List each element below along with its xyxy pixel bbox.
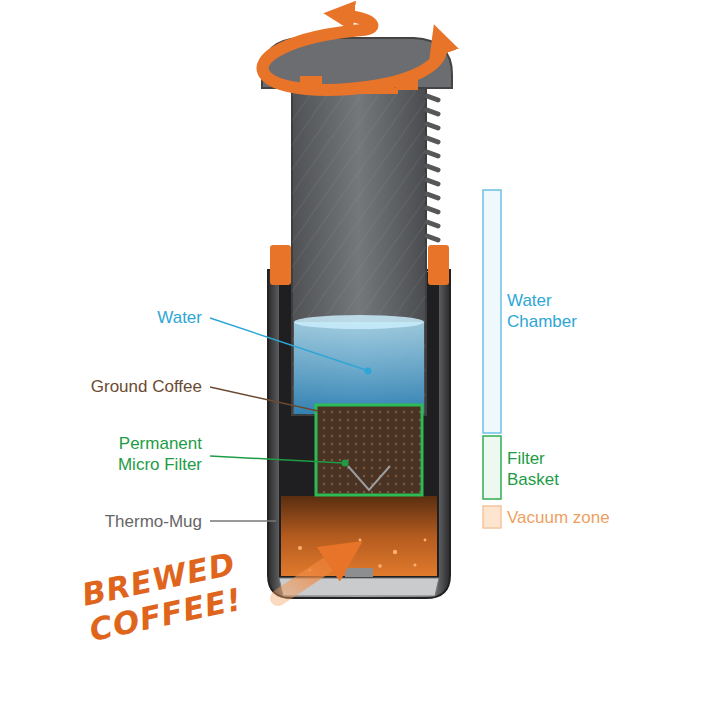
collar-right (428, 245, 449, 285)
leader-line (210, 318, 366, 370)
zone-label: Filter Basket (507, 448, 592, 491)
vacuum-bracket (483, 506, 501, 528)
basket-bracket (483, 436, 501, 499)
brewed-coffee (281, 496, 437, 576)
collar-left (270, 245, 291, 285)
zone-label: Vacuum zone (507, 507, 667, 528)
chamber-bracket (483, 190, 501, 433)
base-notch (345, 568, 373, 577)
chamber-hatch (292, 82, 426, 415)
callout-title: BREWED COFFEE! (79, 535, 299, 648)
twist-arrow (263, 15, 441, 90)
filter-cone (348, 466, 390, 490)
leader-line (210, 387, 318, 411)
part-label: Ground Coffee (32, 376, 202, 397)
leader-line (210, 456, 343, 463)
part-label: Thermo-Mug (52, 511, 202, 532)
part-label: Water (82, 307, 202, 328)
leader-dot (365, 368, 372, 375)
brewed-arrow (278, 555, 342, 598)
water-surface (294, 315, 424, 329)
part-label: Permanent Micro Filter (82, 433, 202, 476)
leader-dot (342, 460, 349, 467)
water-chamber (292, 82, 426, 415)
leader-line (210, 520, 276, 522)
chamber-threads (427, 96, 438, 240)
filter-basket (316, 405, 422, 495)
zone-label: Water Chamber (507, 290, 602, 333)
